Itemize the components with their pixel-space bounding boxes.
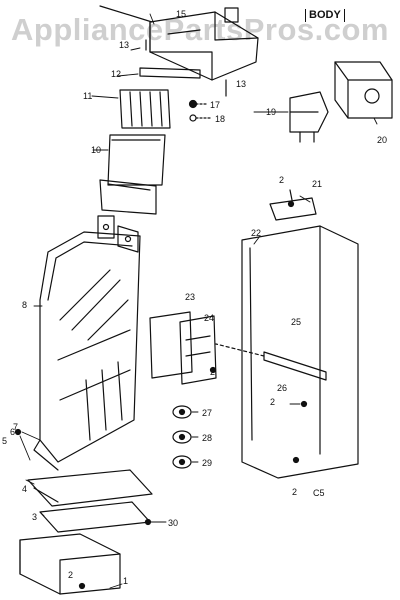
diagram-code: C5 xyxy=(313,488,325,498)
top-housing xyxy=(99,5,259,81)
callout-27: 27 xyxy=(202,408,212,418)
callout-25: 25 xyxy=(291,317,301,327)
top-bracket-part xyxy=(269,189,317,221)
leader-lines xyxy=(19,13,378,589)
callout-labels: 15 13 13 12 11 17 18 19 20 10 2 21 22 8 … xyxy=(2,9,387,586)
callout-29: 29 xyxy=(202,458,212,468)
callout-8: 8 xyxy=(22,300,27,310)
callout-13a: 13 xyxy=(119,40,129,50)
callout-1: 1 xyxy=(123,576,128,586)
callout-23: 23 xyxy=(185,292,195,302)
callout-13b: 13 xyxy=(236,79,246,89)
switch-box-part xyxy=(289,91,329,143)
screw-parts xyxy=(188,99,213,122)
callout-12: 12 xyxy=(111,69,121,79)
callout-3: 3 xyxy=(32,512,37,522)
callout-2a: 2 xyxy=(279,175,284,185)
bracket-bar xyxy=(139,67,201,79)
callout-15: 15 xyxy=(176,9,186,19)
fastener-parts xyxy=(14,200,308,590)
callout-2e: 2 xyxy=(68,570,73,580)
callout-11: 11 xyxy=(83,91,92,101)
callout-30: 30 xyxy=(168,518,178,528)
callout-2b: 2 xyxy=(210,367,215,377)
rail-part xyxy=(215,343,327,381)
bottom-shield-part xyxy=(19,533,121,595)
callout-7: 7 xyxy=(13,422,18,432)
callout-10: 10 xyxy=(91,145,101,155)
cabinet-panel-part xyxy=(241,225,359,479)
callout-24: 24 xyxy=(204,313,214,323)
callout-20: 20 xyxy=(377,135,387,145)
housing-block-part xyxy=(334,61,393,119)
section-label: BODY xyxy=(305,9,345,22)
callout-18: 18 xyxy=(215,114,225,124)
callout-28: 28 xyxy=(202,433,212,443)
grille-part xyxy=(119,89,171,129)
control-module-parts xyxy=(149,311,217,385)
callout-22: 22 xyxy=(251,228,261,238)
small-bracket-parts xyxy=(97,215,139,253)
callout-6: 6 xyxy=(10,427,15,437)
callout-19: 19 xyxy=(266,107,276,117)
switch-parts xyxy=(172,405,192,469)
callout-17: 17 xyxy=(210,100,220,110)
pin-part xyxy=(145,39,227,97)
duct-part xyxy=(99,134,166,215)
callout-2d: 2 xyxy=(292,487,297,497)
callout-2c: 2 xyxy=(270,397,275,407)
callout-5: 5 xyxy=(2,436,7,446)
callout-21: 21 xyxy=(312,179,322,189)
callout-4: 4 xyxy=(22,484,27,494)
base-plate-parts xyxy=(27,469,153,533)
callout-26: 26 xyxy=(277,383,287,393)
heat-exchanger-part xyxy=(33,231,141,471)
